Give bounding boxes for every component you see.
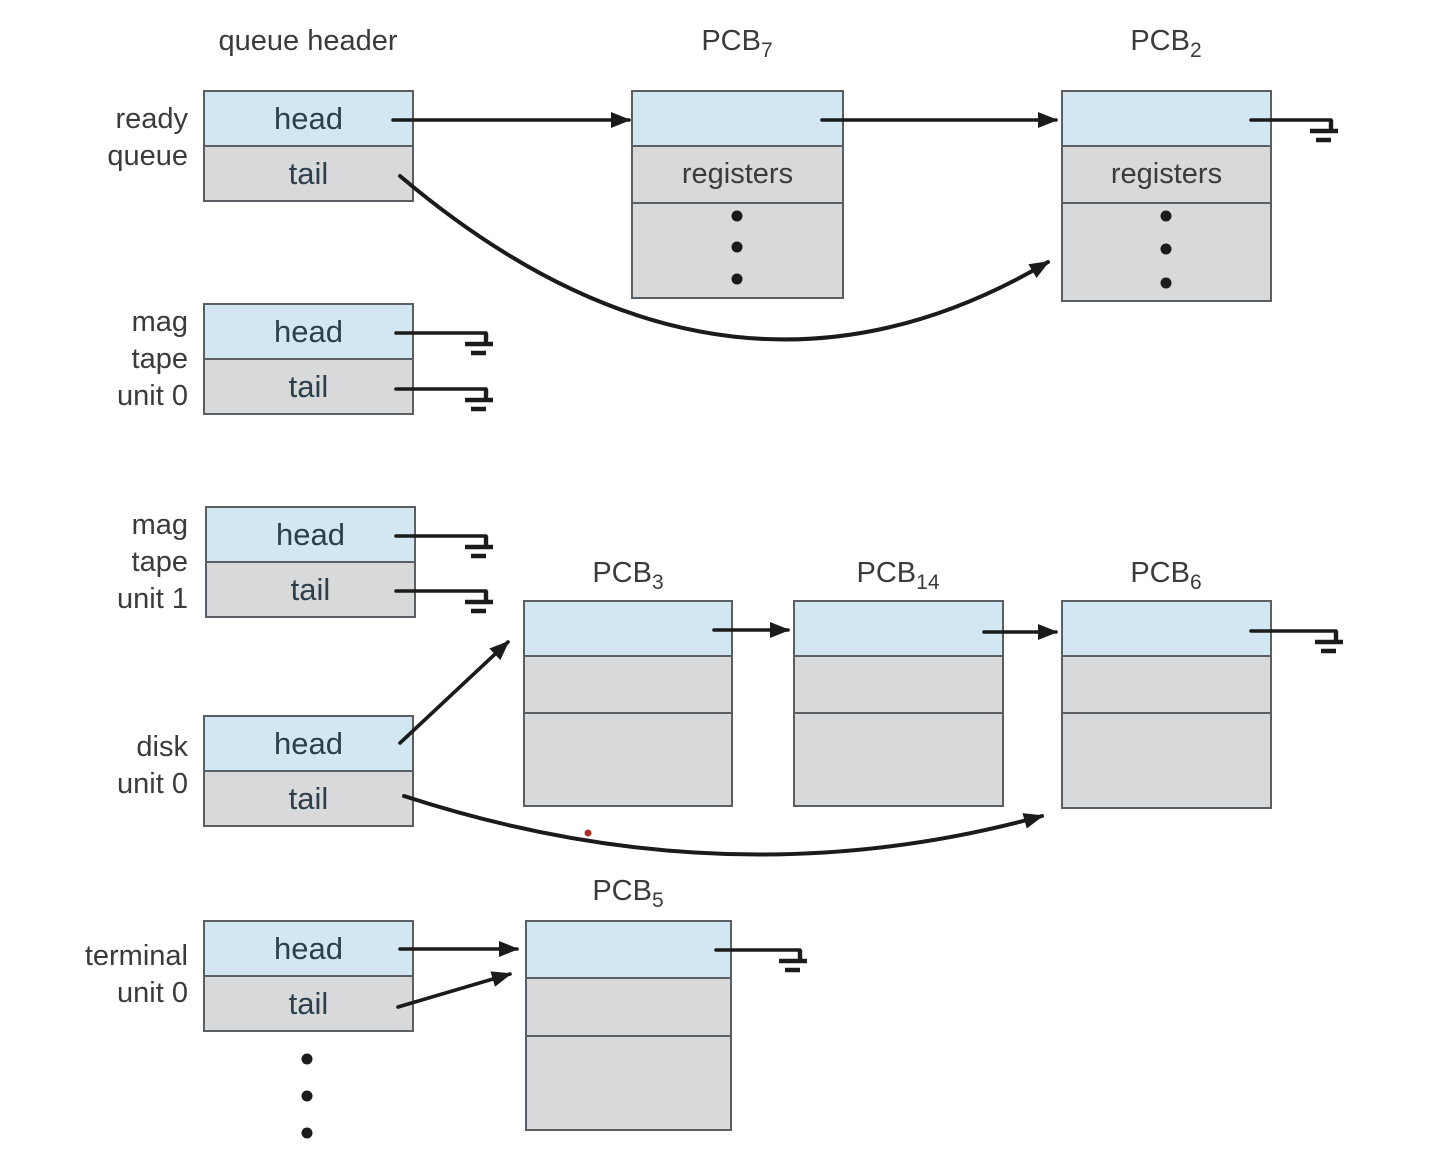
disk-head-to-pcb3-arrow xyxy=(398,640,510,745)
pcb6-title-sub: 6 xyxy=(1189,571,1202,594)
mag-tape-unit0-header-box: head tail xyxy=(203,303,414,415)
head-cell: head xyxy=(205,92,412,147)
registers-label: registers xyxy=(681,158,794,190)
label-line: tape xyxy=(131,343,188,375)
pcb14-body-cell xyxy=(795,714,1002,805)
disk-unit0-header-box: head tail xyxy=(203,715,414,827)
pcb14-mid-cell xyxy=(795,657,1002,714)
pcb7-box: registers xyxy=(631,90,844,299)
pcb3-title: PCB3 xyxy=(528,557,728,594)
tail-cell: tail xyxy=(205,977,412,1030)
more-queues-ellipsis-dot xyxy=(301,1090,313,1102)
pcb5-body-cell xyxy=(527,1037,730,1129)
head-cell: head xyxy=(205,717,412,772)
stray-red-dot xyxy=(584,829,592,837)
tail-label: tail xyxy=(288,985,329,1021)
pcb7-title-text: PCB xyxy=(701,25,761,57)
head-label: head xyxy=(274,725,343,761)
label-line: mag xyxy=(131,509,188,541)
pcb2-title-sub: 2 xyxy=(1189,39,1202,62)
more-queues-ellipsis-dot xyxy=(301,1127,313,1139)
pcb14-title: PCB14 xyxy=(798,557,998,594)
mag-tape-unit1-header-box: head tail xyxy=(205,506,416,618)
ready-queue-header-box: head tail xyxy=(203,90,414,202)
pcb6-link-cell xyxy=(1063,602,1270,657)
terminal-unit0-header-box: head tail xyxy=(203,920,414,1032)
pcb2-body-cell xyxy=(1063,204,1270,300)
pcb2-title-text: PCB xyxy=(1130,25,1190,57)
pcb14-box xyxy=(793,600,1004,807)
pcb2-registers-cell: registers xyxy=(1063,147,1270,204)
head-label: head xyxy=(274,100,343,136)
terminal-tail-to-pcb5-arrow xyxy=(396,971,512,1009)
pcb6-mid-cell xyxy=(1063,657,1270,714)
pcb6-box xyxy=(1061,600,1272,809)
head-label: head xyxy=(274,930,343,966)
pcb7-registers-cell: registers xyxy=(633,147,842,204)
ellipsis-dots-group xyxy=(301,210,1172,1139)
head-cell: head xyxy=(205,305,412,360)
disk-unit0-label: disk unit 0 xyxy=(0,729,188,803)
pcb7-title-sub: 7 xyxy=(760,39,773,62)
pcb3-title-text: PCB xyxy=(592,557,652,589)
mag-tape-unit1-label: mag tape unit 1 xyxy=(0,507,188,618)
pcb14-link-cell xyxy=(795,602,1002,657)
pcb6-body-cell xyxy=(1063,714,1270,807)
pcb7-link-cell xyxy=(633,92,842,147)
head-label: head xyxy=(276,516,345,552)
queue-header-title: queue header xyxy=(218,25,398,57)
label-line: ready xyxy=(115,103,188,135)
pcb14-title-text: PCB xyxy=(856,557,917,589)
pcb3-mid-cell xyxy=(525,657,731,714)
pcb2-box: registers xyxy=(1061,90,1272,302)
pcb5-title-text: PCB xyxy=(592,875,652,907)
pcb2-title: PCB2 xyxy=(1066,25,1266,62)
pcb2-link-cell xyxy=(1063,92,1270,147)
label-line: terminal xyxy=(84,940,188,972)
label-line: unit 0 xyxy=(117,768,188,800)
mag-tape-unit0-label: mag tape unit 0 xyxy=(0,304,188,415)
label-line: unit 1 xyxy=(117,583,188,615)
pcb5-title: PCB5 xyxy=(528,875,728,912)
tail-cell: tail xyxy=(205,772,412,825)
tail-cell: tail xyxy=(207,563,414,616)
pcb3-body-cell xyxy=(525,714,731,805)
label-line: mag xyxy=(131,306,188,338)
label-line: queue xyxy=(107,140,188,172)
tail-label: tail xyxy=(288,155,329,191)
pcb3-link-cell xyxy=(525,602,731,657)
more-queues-ellipsis-dot xyxy=(301,1053,313,1065)
tail-label: tail xyxy=(288,368,329,404)
head-cell: head xyxy=(205,922,412,977)
pcb6-title-text: PCB xyxy=(1130,557,1190,589)
pcb14-title-sub: 14 xyxy=(916,571,940,594)
label-line: unit 0 xyxy=(117,380,188,412)
pcb7-title: PCB7 xyxy=(637,25,837,62)
pcb5-title-sub: 5 xyxy=(651,889,664,912)
pcb5-mid-cell xyxy=(527,979,730,1037)
pcb5-box xyxy=(525,920,732,1131)
tail-label: tail xyxy=(288,780,329,816)
label-line: tape xyxy=(131,546,188,578)
head-cell: head xyxy=(207,508,414,563)
pcb3-box xyxy=(523,600,733,807)
tail-label: tail xyxy=(290,571,331,607)
head-label: head xyxy=(274,313,343,349)
pcb3-title-sub: 3 xyxy=(651,571,664,594)
pcb7-body-cell xyxy=(633,204,842,297)
pcb5-link-cell xyxy=(527,922,730,979)
ready-queue-label: ready queue xyxy=(0,101,188,175)
pcb6-title: PCB6 xyxy=(1066,557,1266,594)
tail-cell: tail xyxy=(205,147,412,200)
label-line: disk xyxy=(136,731,188,763)
tail-cell: tail xyxy=(205,360,412,413)
label-line: unit 0 xyxy=(117,977,188,1009)
terminal-unit0-label: terminal unit 0 xyxy=(0,938,188,1012)
registers-label: registers xyxy=(1110,158,1223,190)
